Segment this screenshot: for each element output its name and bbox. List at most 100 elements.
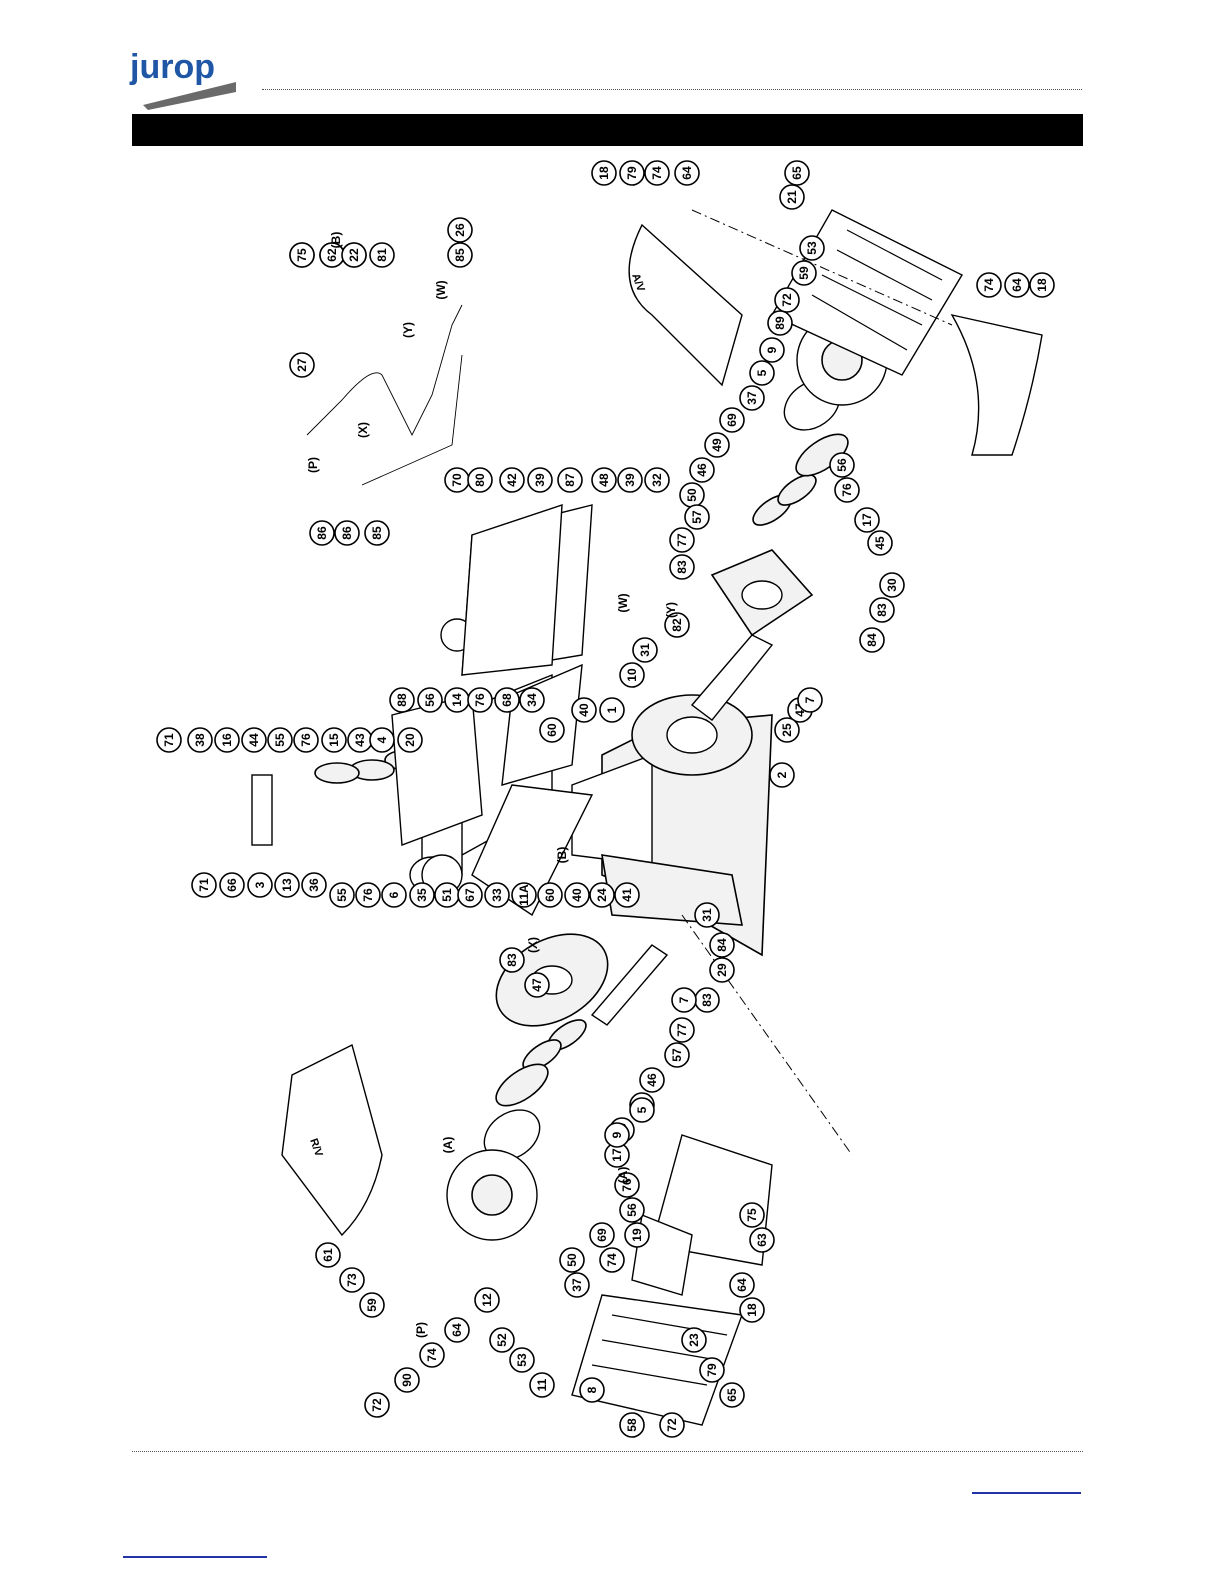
svg-text:(W): (W) xyxy=(616,593,630,612)
callout-60: 60 xyxy=(539,717,565,743)
callout-label: 17 xyxy=(610,1148,624,1162)
callout-label: 52 xyxy=(495,1333,509,1347)
callout-label: 62 xyxy=(325,248,339,262)
callout-label: 29 xyxy=(715,963,729,977)
callout-6: 6 xyxy=(381,882,407,908)
callout-89: 89 xyxy=(767,310,793,336)
callout-label: 55 xyxy=(273,733,287,747)
callout-label: 41 xyxy=(620,888,634,902)
callout-label: 5 xyxy=(755,369,769,376)
callout-74: 74 xyxy=(419,1342,445,1368)
callout-39: 39 xyxy=(527,467,553,493)
callout-51: 51 xyxy=(434,882,460,908)
callout-10: 10 xyxy=(619,662,645,688)
callout-label: 60 xyxy=(543,888,557,902)
logo-swoosh xyxy=(143,82,236,110)
callout-label: 32 xyxy=(650,473,664,487)
callout-64: 64 xyxy=(729,1272,755,1298)
callout-9: 9 xyxy=(759,337,785,363)
callout-50: 50 xyxy=(559,1247,585,1273)
callout-65: 65 xyxy=(719,1382,745,1408)
callout-7: 7 xyxy=(797,687,823,713)
callout-layer: 2854788127852686868570804239874839321879… xyxy=(156,160,1055,1438)
callout-66: 66 xyxy=(219,872,245,898)
callout-label: 2 xyxy=(775,771,789,778)
callout-46: 46 xyxy=(639,1067,665,1093)
connection-letter: (W) xyxy=(616,593,630,612)
svg-text:(P): (P) xyxy=(306,457,320,473)
svg-text:(W): (W) xyxy=(434,280,448,299)
callout-80: 80 xyxy=(467,467,493,493)
callout-26: 26 xyxy=(447,217,473,243)
callout-38: 38 xyxy=(187,727,213,753)
callout-59: 59 xyxy=(791,260,817,286)
connection-letter: (P) xyxy=(306,457,320,473)
svg-text:(X): (X) xyxy=(356,422,370,438)
callout-18: 18 xyxy=(1029,272,1055,298)
callout-label: 71 xyxy=(197,878,211,892)
callout-label: 53 xyxy=(805,241,819,255)
callout-label: 79 xyxy=(705,1363,719,1377)
connection-letter: (W) xyxy=(434,280,448,299)
callout-label: 56 xyxy=(423,693,437,707)
callout-23: 23 xyxy=(681,1327,707,1353)
svg-text:(A): (A) xyxy=(616,1167,630,1184)
callout-label: 64 xyxy=(735,1278,749,1292)
callout-2: 2 xyxy=(769,762,795,788)
callout-label: 76 xyxy=(299,733,313,747)
callout-label: 61 xyxy=(321,1248,335,1262)
callout-label: 50 xyxy=(565,1253,579,1267)
callout-label: 18 xyxy=(745,1303,759,1317)
alignment-lines xyxy=(681,209,953,1156)
footer-link-right[interactable] xyxy=(972,1492,1081,1494)
callout-84: 84 xyxy=(859,627,885,653)
callout-label: 33 xyxy=(490,888,504,902)
callout-83: 83 xyxy=(694,987,720,1013)
callout-label: 46 xyxy=(695,463,709,477)
callout-12: 12 xyxy=(474,1287,500,1313)
callout-label: 44 xyxy=(247,733,261,747)
callout-5: 5 xyxy=(629,1097,655,1123)
callout-label: 67 xyxy=(463,888,477,902)
callout-86: 86 xyxy=(334,520,360,546)
callout-22: 22 xyxy=(341,242,367,268)
letter-layer: (P)(X)(Y)(W)(W)(Y)(B)(X)(B)(A)(A)(P) xyxy=(306,232,678,1338)
callout-69: 69 xyxy=(719,407,745,433)
logo-text: jurop xyxy=(129,50,215,86)
callout-43: 43 xyxy=(347,727,373,753)
callout-31: 31 xyxy=(632,637,658,663)
callout-label: 39 xyxy=(533,473,547,487)
svg-text:(Y): (Y) xyxy=(401,322,415,338)
shafts xyxy=(590,634,774,1026)
callout-72: 72 xyxy=(364,1392,390,1418)
callout-label: 6 xyxy=(387,891,401,898)
callout-label: 77 xyxy=(675,533,689,547)
callout-74: 74 xyxy=(599,1247,625,1273)
callout-9: 9 xyxy=(604,1122,630,1148)
callout-35: 35 xyxy=(409,882,435,908)
callout-label: 12 xyxy=(480,1293,494,1307)
callout-label: 65 xyxy=(725,1388,739,1402)
callout-67: 67 xyxy=(457,882,483,908)
callout-36: 36 xyxy=(301,872,327,898)
callout-17: 17 xyxy=(854,507,880,533)
callout-label: 72 xyxy=(370,1398,384,1412)
callout-label: 88 xyxy=(395,693,409,707)
callout-84: 84 xyxy=(709,932,735,958)
callout-label: 73 xyxy=(345,1273,359,1287)
callout-72: 72 xyxy=(659,1412,685,1438)
callout-label: 69 xyxy=(595,1228,609,1242)
connection-letter: (X) xyxy=(356,422,370,438)
callout-label: 55 xyxy=(335,888,349,902)
callout-83: 83 xyxy=(869,597,895,623)
callout-label: 59 xyxy=(797,266,811,280)
callout-label: 31 xyxy=(700,908,714,922)
callout-label: 75 xyxy=(295,248,309,262)
callout-55: 55 xyxy=(329,882,355,908)
footer-link-left[interactable] xyxy=(123,1556,267,1558)
callout-57: 57 xyxy=(664,1042,690,1068)
callout-label: 76 xyxy=(840,483,854,497)
callout-label: 57 xyxy=(670,1048,684,1062)
callout-34: 34 xyxy=(519,687,545,713)
callout-75: 75 xyxy=(739,1202,765,1228)
